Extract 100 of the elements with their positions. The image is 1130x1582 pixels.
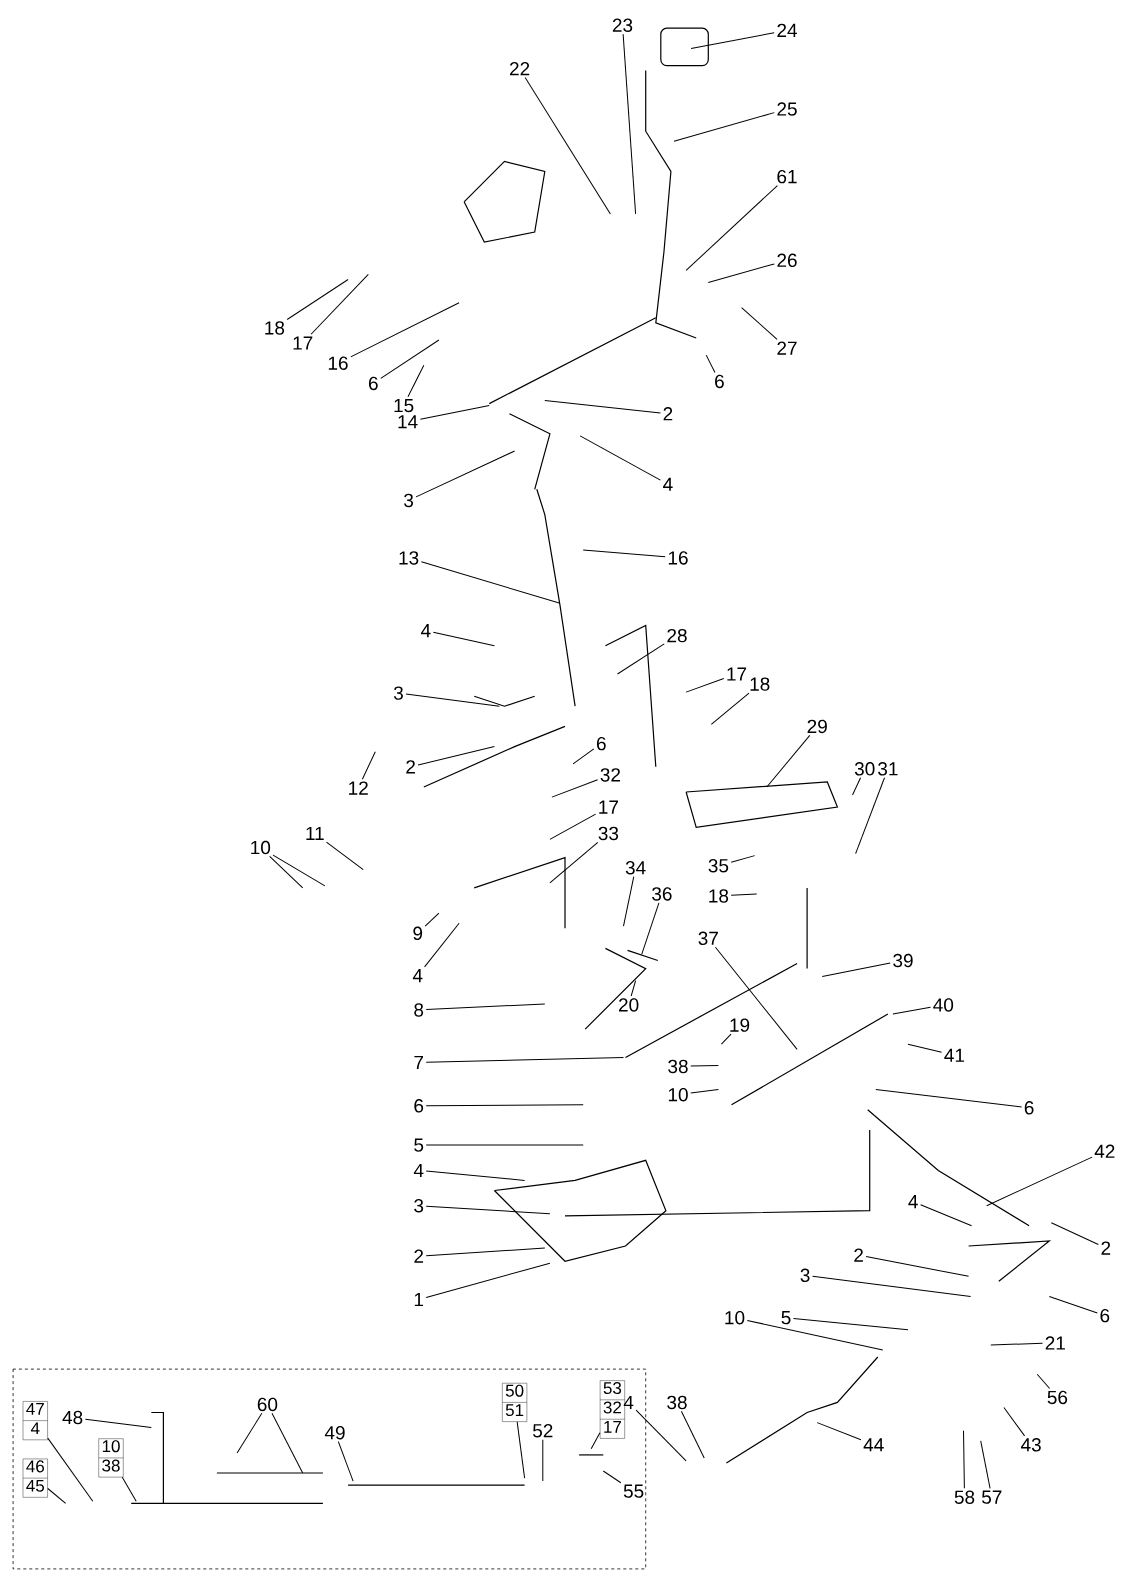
leader-line bbox=[1048, 1296, 1098, 1314]
callout-number: 21 bbox=[1045, 1336, 1065, 1350]
callout-number: 22 bbox=[510, 61, 530, 76]
leader-line bbox=[47, 1437, 94, 1502]
callout-number: 1 bbox=[414, 1293, 424, 1307]
leader-line bbox=[432, 631, 495, 647]
leader-line bbox=[380, 339, 440, 379]
callout-number: 46 45 bbox=[22, 1458, 48, 1498]
leader-line bbox=[690, 1089, 719, 1094]
leader-line bbox=[746, 1320, 884, 1351]
leader-line bbox=[685, 185, 778, 271]
callout-number: 33 bbox=[598, 826, 619, 841]
callout-number: 55 bbox=[623, 1484, 644, 1498]
leader-line bbox=[690, 32, 775, 49]
leader-line bbox=[623, 876, 635, 927]
callout-number: 6 bbox=[369, 376, 378, 391]
leader-line bbox=[892, 1006, 932, 1015]
callout-number: 38 bbox=[668, 1059, 688, 1074]
leader-line bbox=[350, 302, 460, 358]
leader-line bbox=[424, 912, 440, 927]
leader-line bbox=[424, 922, 460, 968]
callout-number: 4 bbox=[420, 624, 431, 638]
leader-line bbox=[875, 1089, 1023, 1108]
leader-line bbox=[272, 854, 326, 887]
leader-line bbox=[549, 841, 599, 884]
callout-number: 17 bbox=[727, 667, 747, 681]
callout-number: 4 bbox=[412, 969, 423, 983]
leader-line bbox=[1036, 1373, 1051, 1389]
callout-number: 15 bbox=[394, 399, 414, 413]
leader-line bbox=[812, 1275, 972, 1297]
callout-number: 26 bbox=[777, 253, 797, 268]
callout-number: 17 bbox=[599, 800, 618, 814]
leader-line bbox=[685, 678, 725, 693]
callout-number: 4 bbox=[908, 1195, 918, 1209]
leader-line bbox=[705, 354, 716, 373]
leader-line bbox=[1050, 1222, 1099, 1246]
callout-number: 42 bbox=[1094, 1144, 1115, 1158]
callout-number: 36 bbox=[652, 887, 672, 901]
leader-line bbox=[425, 1170, 526, 1181]
callout-number: 58 bbox=[954, 1490, 975, 1504]
leader-line bbox=[710, 692, 750, 725]
leader-line bbox=[544, 400, 661, 414]
leader-line bbox=[425, 1056, 624, 1063]
callout-number: 37 bbox=[698, 931, 718, 946]
callout-number: 6 bbox=[1100, 1308, 1110, 1323]
callout-number: 5 bbox=[414, 1138, 424, 1152]
leader-line bbox=[730, 893, 758, 896]
leader-line bbox=[425, 1205, 551, 1215]
callout-number: 2 bbox=[414, 1249, 424, 1263]
leader-line bbox=[361, 751, 376, 780]
callout-number: 2 bbox=[663, 407, 673, 421]
callout-number: 13 bbox=[399, 551, 419, 565]
callout-number: 10 bbox=[251, 840, 271, 855]
leader-line bbox=[582, 549, 666, 558]
leader-line bbox=[269, 855, 304, 889]
leader-line bbox=[641, 902, 660, 955]
leader-line bbox=[741, 307, 778, 340]
callout-number: 23 bbox=[612, 18, 633, 32]
leader-line bbox=[407, 364, 425, 398]
callout-number: 18 bbox=[750, 677, 770, 691]
callout-number: 3 bbox=[414, 1199, 424, 1213]
callout-number: 49 bbox=[324, 1426, 345, 1440]
leader-line bbox=[720, 1033, 732, 1045]
leader-line bbox=[572, 748, 595, 765]
leader-line bbox=[821, 962, 891, 978]
leader-line bbox=[415, 450, 516, 498]
leader-line bbox=[852, 777, 862, 796]
leader-line bbox=[602, 1470, 622, 1484]
leader-line bbox=[121, 1476, 137, 1502]
callout-number: 2 bbox=[1101, 1241, 1111, 1255]
callout-number: 4 bbox=[413, 1163, 424, 1177]
callout-number: 61 bbox=[777, 169, 797, 184]
leader-line bbox=[865, 1256, 970, 1277]
leader-line bbox=[425, 1262, 551, 1298]
callout-number: 43 bbox=[1021, 1438, 1041, 1452]
leader-line bbox=[963, 1430, 965, 1489]
callout-number: 50 51 bbox=[502, 1383, 528, 1422]
leader-line bbox=[310, 273, 369, 335]
callout-number: 47 4 bbox=[22, 1401, 48, 1440]
leader-line bbox=[325, 841, 364, 871]
callout-number: 52 bbox=[533, 1424, 553, 1438]
callout-number: 6 bbox=[715, 374, 724, 389]
leader-line bbox=[1003, 1407, 1026, 1437]
callout-number: 4 bbox=[663, 477, 673, 491]
callout-number: 57 bbox=[982, 1490, 1002, 1504]
leader-line bbox=[542, 1439, 544, 1482]
callout-number: 5 bbox=[781, 1311, 791, 1325]
callout-number: 16 bbox=[668, 551, 688, 565]
leader-line bbox=[420, 561, 561, 604]
callout-number: 32 bbox=[600, 768, 620, 782]
leader-line bbox=[417, 746, 495, 766]
leader-line bbox=[673, 112, 775, 142]
leader-line bbox=[793, 1317, 909, 1331]
leader-line bbox=[405, 693, 500, 707]
leader-line bbox=[84, 1418, 152, 1429]
leader-line bbox=[47, 1488, 67, 1504]
callout-number: 60 bbox=[257, 1397, 278, 1412]
callout-number: 12 bbox=[349, 781, 368, 795]
callout-number: 4 bbox=[623, 1395, 634, 1409]
callout-number: 56 bbox=[1047, 1390, 1068, 1405]
